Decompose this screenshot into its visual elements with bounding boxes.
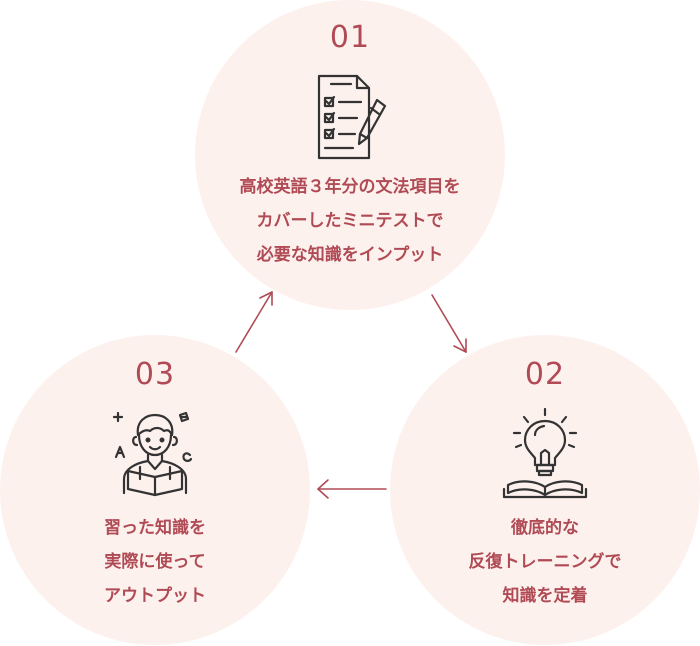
step-03-circle: 03 習った知識を 実際に使って アウトプット — [0, 335, 310, 645]
step-line: 高校英語３年分の文法項目を — [239, 177, 461, 197]
step-line: 必要な知識をインプット — [256, 245, 444, 265]
step-line: 反復トレーニングで — [468, 552, 622, 572]
student-reading-icon — [112, 411, 193, 497]
checklist-icon — [317, 74, 387, 160]
step-description: 習った知識を 実際に使って アウトプット — [0, 511, 310, 613]
lightbulb-book-icon — [502, 407, 588, 499]
step-number: 02 — [524, 357, 566, 392]
step-line: 知識を定着 — [502, 586, 588, 606]
step-01-circle: 01 高校英語３年分の文法項目を カバーしたミニテストで 必要な知識をインプット — [195, 0, 505, 310]
arrow-01-to-02 — [431, 294, 467, 353]
step-description: 高校英語３年分の文法項目を カバーしたミニテストで 必要な知識をインプット — [195, 170, 505, 272]
step-line: 徹底的な — [511, 518, 579, 538]
step-description: 徹底的な 反復トレーニングで 知識を定着 — [390, 511, 700, 613]
step-line: アウトプット — [104, 586, 206, 606]
step-line: 実際に使って — [104, 552, 206, 572]
step-02-circle: 02 徹底的な 反復トレーニングで 知識を定着 — [390, 335, 700, 645]
step-line: カバーしたミニテストで — [256, 211, 444, 231]
step-line: 習った知識を — [104, 518, 206, 538]
arrow-03-to-01 — [235, 291, 273, 353]
arrow-02-to-03 — [317, 479, 387, 499]
step-number: 01 — [329, 20, 371, 55]
step-number: 03 — [134, 357, 176, 392]
